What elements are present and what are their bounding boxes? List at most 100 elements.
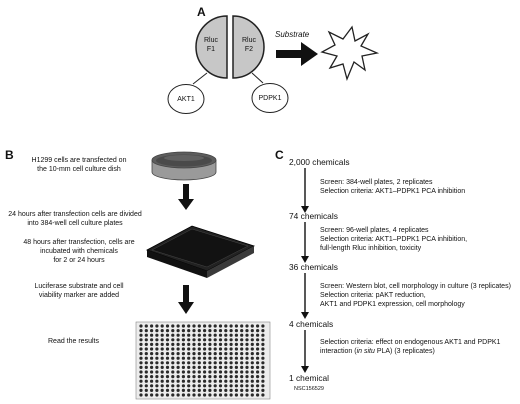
plate-well — [165, 379, 170, 383]
plate-well — [256, 338, 260, 342]
step-line: incubated with chemicals — [40, 248, 118, 255]
plate-well — [192, 324, 196, 328]
plate-well — [139, 379, 143, 383]
screen-line: Screen: Western blot, cell morphology in… — [320, 283, 511, 290]
plate-well — [240, 379, 244, 383]
plate-well — [256, 375, 260, 379]
plate-well — [181, 324, 185, 328]
plate-well — [155, 379, 159, 383]
plate-well — [171, 347, 175, 351]
plate-well — [245, 342, 249, 346]
plate-well — [139, 333, 143, 337]
plate-well — [171, 379, 175, 383]
plate-well — [187, 379, 191, 383]
screen-line: Selection criteria: pAKT reduction, — [320, 292, 426, 299]
plate-well — [176, 333, 180, 337]
plate-well — [208, 329, 212, 333]
plate-well — [256, 393, 260, 397]
plate-well — [150, 388, 154, 392]
screen-line: Selection criteria: AKT1–PDPK1 PCA inhib… — [320, 188, 466, 195]
plate-well — [208, 324, 212, 328]
plate-well — [165, 393, 170, 397]
plate-well — [187, 370, 191, 374]
plate-well — [176, 347, 180, 351]
plate-well — [171, 361, 175, 365]
plate-well — [218, 356, 223, 360]
plate-well — [208, 393, 212, 397]
plate-well — [240, 333, 244, 337]
plate-well — [192, 388, 196, 392]
plate-well — [234, 329, 238, 333]
plate-well — [160, 375, 164, 379]
plate-well — [229, 329, 233, 333]
plate-well — [234, 379, 238, 383]
step-read: Read the results — [48, 338, 99, 345]
plate-well — [192, 352, 196, 356]
light-burst — [320, 25, 380, 82]
step-line: for 2 or 24 hours — [53, 257, 105, 264]
plate-well — [144, 338, 148, 342]
plate-well — [224, 388, 228, 392]
plate-well — [261, 329, 265, 333]
plate-well — [197, 352, 201, 356]
plate-well — [234, 375, 238, 379]
plate-well — [250, 379, 254, 383]
plate-well — [171, 384, 175, 388]
plate-well — [187, 393, 191, 397]
plate-well — [139, 338, 143, 342]
plate-well — [155, 347, 159, 351]
plate-well — [144, 333, 148, 337]
plate-well — [181, 375, 185, 379]
plate-well — [176, 370, 180, 374]
plate-well — [192, 365, 196, 369]
plate-well — [171, 338, 175, 342]
plate-well — [261, 342, 265, 346]
plate-well — [203, 384, 207, 388]
plate-well — [144, 356, 148, 360]
plate-well — [176, 329, 180, 333]
plate-well — [245, 370, 249, 374]
plate-well — [187, 356, 191, 360]
plate-well — [208, 356, 212, 360]
plate-well — [229, 393, 233, 397]
plate-well — [150, 324, 154, 328]
plate-well — [187, 388, 191, 392]
plate-well — [213, 365, 217, 369]
plate-well — [213, 375, 217, 379]
plate-well — [139, 324, 143, 328]
plate-well — [213, 342, 217, 346]
plate-well — [250, 365, 254, 369]
plate-well — [208, 342, 212, 346]
step-arrow-1 — [178, 184, 194, 210]
plate-well — [160, 329, 164, 333]
plate-well — [197, 342, 201, 346]
plate-well — [165, 352, 170, 356]
plate-well — [250, 338, 254, 342]
plate-well — [176, 365, 180, 369]
plate-well — [218, 384, 223, 388]
plate-well — [203, 324, 207, 328]
plate-well — [213, 361, 217, 365]
petri-dish — [151, 151, 217, 181]
plate-well — [203, 342, 207, 346]
plate-well — [224, 393, 228, 397]
plate-well — [245, 365, 249, 369]
plate-well — [139, 356, 143, 360]
rluc-f2-fragment — [232, 15, 265, 79]
plate-well — [139, 352, 143, 356]
plate-well — [192, 338, 196, 342]
plate-well — [144, 365, 148, 369]
plate-well — [250, 384, 254, 388]
plate-well — [245, 379, 249, 383]
plate-well — [229, 384, 233, 388]
plate-well — [192, 329, 196, 333]
plate-well — [150, 347, 154, 351]
plate-well — [187, 324, 191, 328]
plate-well — [150, 333, 154, 337]
plate-well — [229, 324, 233, 328]
plate-well — [165, 347, 170, 351]
rluc-f1-line1: Rluc — [203, 37, 218, 44]
plate-well — [155, 365, 159, 369]
plate-well — [224, 384, 228, 388]
